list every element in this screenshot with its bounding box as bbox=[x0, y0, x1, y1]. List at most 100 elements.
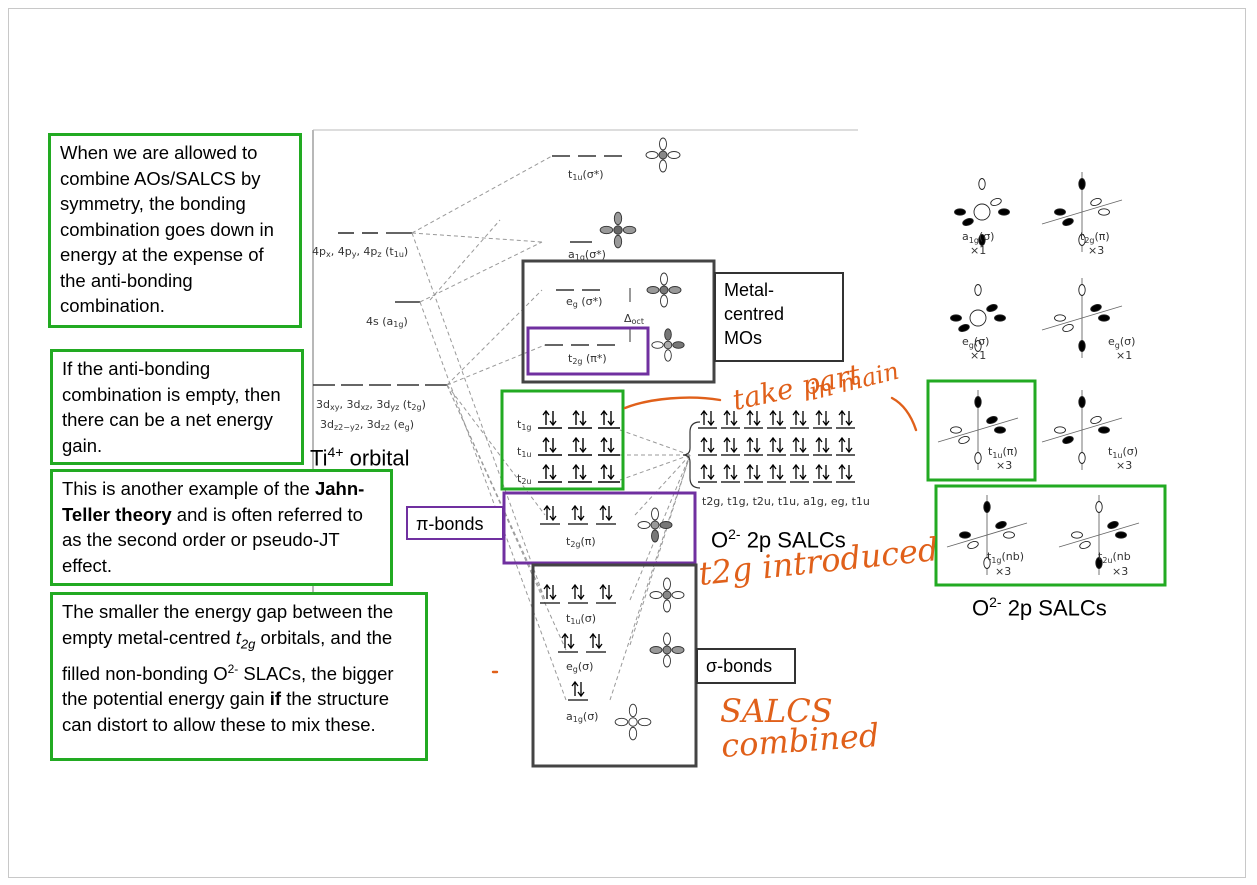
salc-level bbox=[836, 463, 855, 483]
slide-frame bbox=[8, 8, 1246, 878]
orbital-sketch bbox=[614, 703, 652, 741]
ti-sup: 4+ bbox=[327, 444, 344, 460]
salc-label-eg-2: eg(σ) bbox=[1108, 335, 1135, 350]
salc-sketch bbox=[950, 284, 1006, 352]
salc-pictures bbox=[937, 172, 1140, 575]
salc-label-t2g: t2g(π) bbox=[1080, 230, 1110, 245]
salc-level bbox=[813, 463, 832, 483]
t2g-star-box bbox=[526, 326, 650, 376]
note-4-text-d: the structure can distort to allow these… bbox=[62, 688, 390, 735]
sigma-bonds-tag: σ-bonds bbox=[696, 648, 796, 684]
salc-level bbox=[813, 409, 832, 429]
delta-oct-label: Δoct bbox=[624, 312, 644, 326]
salc-sketch bbox=[1041, 278, 1123, 358]
note-1-text: When we are allowed to combine AOs/SALCS… bbox=[60, 142, 274, 316]
salc-sketch bbox=[954, 178, 1010, 246]
o-mid-a: O bbox=[711, 527, 729, 553]
salc-level bbox=[790, 463, 809, 483]
salc-level bbox=[836, 409, 855, 429]
salc-level bbox=[698, 463, 717, 483]
salc-level bbox=[744, 436, 763, 456]
salc-level bbox=[767, 463, 786, 483]
note-3-text-a: This is another example of the bbox=[62, 478, 315, 499]
mo-t2g-pi-label: t2g(π) bbox=[566, 535, 596, 549]
sigma-bond-box bbox=[531, 563, 698, 768]
ti-3d-label-1: 3dxy, 3dxz, 3dyz (t2g) bbox=[316, 398, 426, 412]
salc-row-label-2: t2u bbox=[517, 472, 532, 486]
salc-label-eg-1: eg(σ) bbox=[962, 335, 989, 350]
salc-mult-t1u-pi: ×3 bbox=[996, 459, 1012, 472]
salc-grid-left bbox=[538, 409, 620, 483]
salc-sketch bbox=[1041, 390, 1123, 470]
mo-a1g-star-label: a1g(σ*) bbox=[568, 248, 606, 262]
o-right-a: O bbox=[972, 595, 990, 621]
salc-level bbox=[744, 463, 763, 483]
sigma-bonds-text: σ-bonds bbox=[706, 656, 773, 676]
salc-sym-list: t2g, t1g, t2u, t1u, a1g, eg, t1u bbox=[702, 495, 870, 508]
o-salcs-mid-label: O2- 2p SALCs bbox=[711, 526, 846, 553]
salc-sketch bbox=[937, 390, 1019, 470]
salc-mult-t1u-sigma: ×3 bbox=[1116, 459, 1132, 472]
pi-bond-box bbox=[502, 491, 697, 565]
note-4-text-c: SLACs, the bigger the potential energy g… bbox=[62, 662, 394, 710]
mo-t1u-star-label: t1u(σ*) bbox=[568, 168, 604, 182]
salc-level bbox=[744, 409, 763, 429]
salc-brace bbox=[682, 421, 701, 489]
salc-level bbox=[836, 436, 855, 456]
orbital-sketch bbox=[637, 507, 673, 543]
salc-row-label-0: t1g bbox=[517, 418, 532, 432]
metal-centred-tag: Metal- centred MOs bbox=[714, 272, 844, 362]
pi-bonds-tag: π-bonds bbox=[406, 506, 504, 540]
orbital-sketch bbox=[646, 272, 682, 308]
o-mid-sup: 2- bbox=[728, 526, 741, 542]
salc-level bbox=[698, 436, 717, 456]
o-mid-b: 2p SALCs bbox=[740, 527, 846, 553]
orbital-sketch bbox=[645, 137, 681, 173]
salc-mult-a1g: ×1 bbox=[970, 244, 986, 257]
salc-mult-t2u-nb: ×3 bbox=[1112, 565, 1128, 578]
salc-level bbox=[790, 409, 809, 429]
salc-level bbox=[721, 436, 740, 456]
note-box-3: This is another example of the Jahn-Tell… bbox=[50, 469, 393, 586]
note-4-sub: 2g bbox=[240, 636, 256, 652]
note-4-t: t bbox=[235, 626, 241, 648]
note-3-text-c: and is often referred to as the second o… bbox=[62, 503, 363, 576]
salc-sketch bbox=[1041, 172, 1123, 252]
metal-line-3: MOs bbox=[724, 328, 762, 348]
orbital-sketch bbox=[649, 632, 685, 668]
salc-label-t1u-sigma: t1u(σ) bbox=[1108, 445, 1138, 460]
pi-bonds-text: π-bonds bbox=[416, 514, 484, 534]
o-right-b: 2p SALCs bbox=[1001, 595, 1107, 621]
mo-eg-star-label: eg (σ*) bbox=[566, 295, 602, 309]
o-right-sup: 2- bbox=[989, 594, 1002, 610]
note-2-text: If the anti-bonding combination is empty… bbox=[62, 358, 281, 456]
note-box-4: The smaller the energy gap between the e… bbox=[50, 592, 428, 761]
mo-eg-sigma-label: eg(σ) bbox=[566, 660, 593, 674]
annotation-salcs: SALCS bbox=[720, 692, 833, 730]
mo-t1u-sigma-label: t1u(σ) bbox=[566, 612, 596, 626]
salc-sketch bbox=[946, 495, 1028, 575]
ti-4s-label: 4s (a1g) bbox=[366, 315, 408, 329]
ti-4p-label: 4px, 4py, 4pz (t1u) bbox=[312, 245, 408, 259]
t1u-pi-highlight bbox=[926, 379, 1037, 482]
salc-green-box bbox=[500, 389, 625, 491]
note-4-text-b: orbitals, and the filled non-bonding O bbox=[62, 626, 393, 684]
metal-mo-box bbox=[521, 259, 716, 384]
salc-grid-right bbox=[698, 409, 855, 483]
salc-level bbox=[721, 409, 740, 429]
salc-sketch bbox=[1058, 495, 1140, 575]
metal-line-1: Metal- bbox=[724, 280, 775, 300]
ti-levels bbox=[313, 232, 447, 386]
orbital-sketch bbox=[649, 577, 685, 613]
salc-level bbox=[813, 436, 832, 456]
ti-orbital-label: Ti4+ orbital bbox=[310, 444, 410, 471]
note-box-2: If the anti-bonding combination is empty… bbox=[50, 349, 304, 465]
mo-a1g-sigma-label: a1g(σ) bbox=[566, 710, 598, 724]
orbital-sketch bbox=[599, 211, 637, 249]
note-4-text-a: The smaller the energy gap between the e… bbox=[62, 601, 394, 648]
electron-arrows bbox=[543, 504, 613, 698]
salc-mult-eg-2: ×1 bbox=[1116, 349, 1132, 362]
salc-level bbox=[698, 409, 717, 429]
salc-row-label-1: t1u bbox=[517, 445, 532, 459]
salc-level bbox=[767, 436, 786, 456]
